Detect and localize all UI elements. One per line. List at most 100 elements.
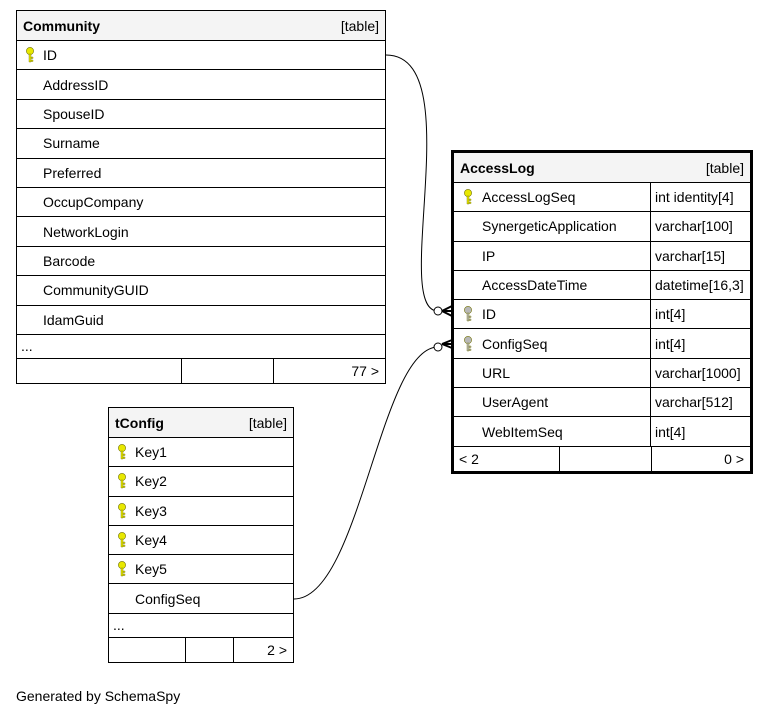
column-row[interactable]: AccessDateTime datetime[16,3] [454,270,750,301]
table-name: tConfig [115,414,164,431]
column-type: datetime[16,3] [650,270,750,300]
primary-key-icon [118,561,126,577]
column-name: SpouseID [43,105,105,122]
footer-children[interactable]: 0 > [724,450,744,467]
column-name: IdamGuid [43,311,104,328]
column-row[interactable]: ID int[4] [454,300,750,330]
footer-parents [109,637,186,662]
footer-parents[interactable]: < 2 [454,446,560,471]
column-type: varchar[15] [650,241,750,270]
column-row[interactable]: Key3 [109,497,293,526]
table-footer: < 2 0 > [454,446,750,471]
column-name: AddressID [43,76,109,93]
column-name: NetworkLogin [43,223,129,240]
column-name: Preferred [43,164,102,181]
column-row[interactable]: URL varchar[1000] [454,358,750,389]
relationship-community-accesslog [385,54,439,312]
relationship-crowfoot [441,339,453,349]
column-name: OccupCompany [43,194,144,211]
footer-children[interactable]: 77 > [351,362,379,379]
more-columns: ... [109,614,293,638]
table-kind: [table] [705,159,744,176]
column-name: URL [482,364,511,381]
column-row[interactable]: Key1 [109,438,293,468]
column-row[interactable]: NetworkLogin [17,217,385,247]
relationship-optional-marker [433,306,443,316]
column-row[interactable]: IdamGuid [17,306,385,335]
column-row[interactable]: ConfigSeq int[4] [454,329,750,359]
relationship-crowfoot [441,305,453,317]
column-name: CommunityGUID [43,282,149,299]
primary-key-icon [118,502,126,518]
column-type: varchar[1000] [650,358,750,388]
column-name: Key1 [135,444,167,461]
column-name: ConfigSeq [482,335,548,352]
column-name: IP [482,247,496,264]
relationship-tconfig-accesslog [293,346,439,600]
primary-key-icon [26,47,34,63]
table-name: Community [23,17,100,34]
foreign-key-icon [464,335,472,351]
more-columns: ... [17,335,385,359]
table-footer: 77 > [17,358,385,383]
column-name: AccessLogSeq [482,189,576,206]
column-name: ConfigSeq [135,590,201,607]
column-row[interactable]: Barcode [17,247,385,277]
table-kind: [table] [340,17,379,34]
schemaspy-credit: Generated by SchemaSpy [16,688,181,704]
column-type: int identity[4] [650,183,750,212]
table-community[interactable]: Community [table] ID AddressID SpouseID Sur… [16,10,386,384]
footer-middle [560,446,652,471]
column-row[interactable]: Key5 [109,555,293,585]
column-row[interactable]: Surname [17,129,385,159]
column-type: varchar[512] [650,388,750,417]
column-name: AccessDateTime [482,277,588,294]
column-row[interactable]: ID [17,41,385,71]
footer-middle [182,358,274,383]
column-name: Barcode [43,252,96,269]
column-name: WebItemSeq [482,423,563,440]
column-type: int[4] [650,329,750,358]
primary-key-icon [464,189,472,205]
column-type: varchar[100] [650,212,750,241]
column-name: Key3 [135,502,167,519]
column-row[interactable]: SynergeticApplication varchar[100] [454,212,750,242]
relationship-optional-marker [433,342,443,352]
foreign-key-icon [464,306,472,322]
footer-children[interactable]: 2 > [267,641,287,658]
table-footer: 2 > [109,637,293,662]
column-name: Key5 [135,561,167,578]
column-name: ID [482,306,496,323]
table-accesslog[interactable]: AccessLog [table] AccessLogSeq int identi… [451,150,753,474]
table-header: tConfig [table] [109,408,293,438]
column-name: Key4 [135,532,167,549]
column-type: int[4] [650,417,750,446]
column-row[interactable]: AddressID [17,70,385,100]
footer-parents [17,358,182,383]
column-row[interactable]: Key2 [109,467,293,497]
column-row[interactable]: OccupCompany [17,188,385,218]
column-row[interactable]: AccessLogSeq int identity[4] [454,183,750,213]
table-name: AccessLog [460,159,535,176]
footer-middle [186,637,234,662]
column-row[interactable]: ConfigSeq [109,584,293,614]
primary-key-icon [118,444,126,460]
column-row[interactable]: Key4 [109,526,293,556]
primary-key-icon [118,473,126,489]
column-name: SynergeticApplication [482,218,617,235]
table-header: AccessLog [table] [454,153,750,183]
column-type: int[4] [650,300,750,329]
column-name: Surname [43,135,100,152]
table-header: Community [table] [17,11,385,41]
column-name: ID [43,47,57,64]
column-row[interactable]: SpouseID [17,100,385,130]
column-row[interactable]: WebItemSeq int[4] [454,417,750,447]
column-row[interactable]: IP varchar[15] [454,241,750,271]
column-row[interactable]: Preferred [17,159,385,188]
column-row[interactable]: CommunityGUID [17,276,385,306]
